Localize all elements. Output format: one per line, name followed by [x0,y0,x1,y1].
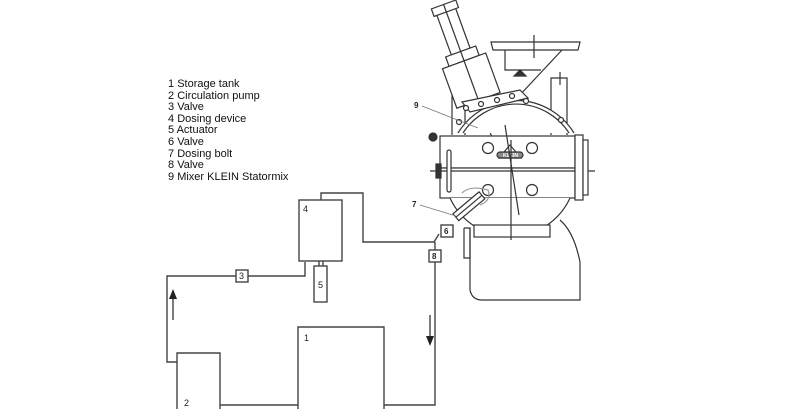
valve-6: 6 [440,224,454,238]
actuator-label: 5 [318,280,323,290]
storage-tank: 1 [297,326,385,409]
flow-arrow-down [426,315,434,346]
legend-item-4: 4 Dosing device [168,112,247,125]
dosing-device: 4 [298,199,343,262]
storage-tank-label: 1 [304,333,309,343]
piping [166,192,440,406]
pump-label: 2 [184,398,189,408]
legend-item-7: 7 Dosing bolt [168,147,233,160]
pipe-valve3-to-dosing [248,262,306,277]
legend: 1 Storage tank 2 Circulation pump 3 Valv… [168,78,289,183]
callout-7: 7 [412,200,457,217]
valve-8: 8 [428,249,442,263]
pipe-tank-to-valve8 [384,262,436,406]
valve-3-label: 3 [239,271,244,281]
legend-item-3: 3 Valve [168,101,204,114]
legend-item-2: 2 Circulation pump [168,89,260,102]
legend-item-9: 9 Mixer KLEIN Statormix [168,170,289,183]
actuator: 5 [313,261,328,303]
legend-item-8: 8 Valve [168,159,204,172]
legend-item-5: 5 Actuator [168,124,218,137]
mixer-label: 9 [414,101,419,110]
valve-8-label: 8 [432,252,437,261]
valve-6-label: 6 [444,227,449,236]
flow-arrow-up [169,289,177,320]
dosing-device-label: 4 [303,204,308,214]
circulation-pump: 2 [176,352,221,409]
pipe-dosing-to-mixer [320,192,440,243]
pipe-pump-to-valve3 [166,275,236,363]
legend-item-6: 6 Valve [168,135,204,148]
legend-item-1: 1 Storage tank [168,78,240,90]
mixer-statormix: KLEIN [428,0,595,301]
callout-9: 9 [414,101,479,129]
dosing-bolt-label: 7 [412,200,417,209]
valve-3: 3 [235,269,249,283]
